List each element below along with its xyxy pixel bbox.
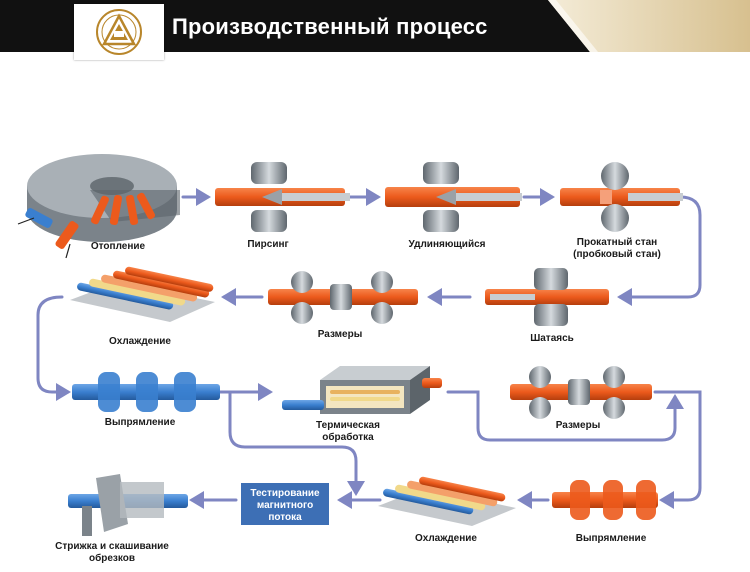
label-cutting-line2: обрезков [89,552,135,564]
straightening-2-illustration [552,480,658,520]
label-elongation: Удлиняющийся [409,239,486,250]
cooling-bed-illustration [70,266,215,322]
elongation-illustration [385,162,522,232]
label-piercing: Пирсинг [247,239,288,250]
page-title: Производственный процесс [172,14,488,39]
flux-test-label-line2: магнитного [257,500,313,511]
logo-emblem-icon [96,9,142,55]
magnetic-flux-test-box: Тестирование магнитного потока [241,483,329,525]
flux-test-label-line3: потока [268,512,302,523]
label-heat-treatment-line1: Термическая [316,420,380,431]
flux-test-label-line1: Тестирование [250,488,320,499]
cutting-beveling-illustration [68,474,188,536]
label-straightening-2: Выпрямление [576,533,647,544]
flow-connector [653,390,702,509]
heating-furnace-illustration [17,154,180,259]
sizing-mill-2-illustration [510,366,652,419]
label-cutting-line1: Стрижка и скашивание [55,541,169,552]
label-reeling: Шатаясь [530,333,574,344]
straightening-illustration [72,372,220,412]
heat-treatment-furnace-illustration [282,366,442,414]
step-labels: Отопление Пирсинг Удлиняющийся Прокатный… [55,237,661,564]
reeling-illustration [485,268,609,326]
flow-connector [36,295,71,401]
flow-connector [228,390,365,496]
flow-connector [617,195,702,306]
flow-lines [36,188,702,509]
piercing-illustration [215,162,350,232]
label-rolling-mill-line1: Прокатный стан [577,237,657,248]
cooling-bed-2-illustration [378,476,516,526]
flow-connector [446,390,684,442]
label-heat-treatment-line2: обработка [322,431,374,443]
plug-mill-illustration [560,162,683,232]
company-logo [74,4,164,60]
label-sizing-1: Размеры [318,329,363,340]
sizing-mill-illustration [268,271,418,324]
label-cooling-1: Охлаждение [109,336,171,347]
label-rolling-mill-line2: (пробковый стан) [573,248,661,260]
label-heating: Отопление [91,241,146,252]
label-straightening-1: Выпрямление [105,417,176,428]
label-sizing-2: Размеры [556,420,601,431]
label-cooling-2: Охлаждение [415,533,477,544]
